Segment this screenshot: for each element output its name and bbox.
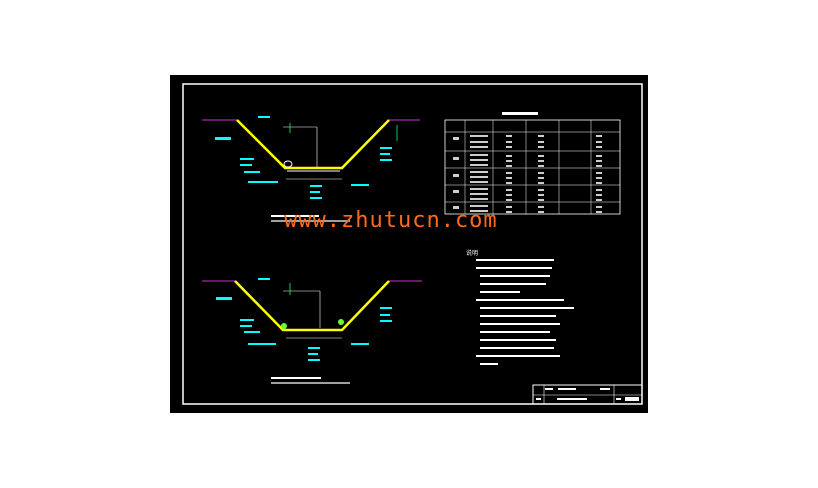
table-group-rules [445,150,620,203]
toe-detail-left-2 [281,323,287,329]
toe-detail-left [283,160,293,168]
cross-section-2 [202,278,422,384]
callout-bottom-2-1 [308,347,320,349]
callout-left-2-4 [248,343,276,345]
callout-left-1 [240,158,254,160]
title-block-border [532,384,643,405]
callout-left-2-1 [240,319,254,321]
callout-right-2-2 [380,314,390,316]
cad-drawing-sheet: 说明 [170,75,648,413]
section-title-2 [271,377,321,379]
toe-detail-right-2 [338,319,344,325]
callout-bottom-1 [310,185,322,187]
callout-right-2-1 [380,307,392,309]
watermark-text: www.zhutucn.com [284,208,498,233]
callout-right-3 [380,159,392,161]
title-block [532,384,643,405]
channel-lining-2 [234,280,390,332]
elev-label-left [258,116,270,118]
callout-bottom-3 [310,197,322,199]
callout-left-3 [244,171,260,173]
inner-frame [182,83,643,405]
callout-left-2-2 [240,325,252,327]
parameter-table [444,112,621,215]
section-title-1 [271,215,319,217]
callout-right-4 [351,184,369,186]
slope-label-left-2 [216,297,232,300]
callout-left-2-3 [244,331,260,333]
elev-label-left-2 [258,278,270,280]
callout-right-2 [380,153,390,155]
table-col-lines [464,120,592,214]
cross-section-1 [202,116,420,222]
table-border [444,119,621,215]
callout-bottom-2-3 [308,359,320,361]
callout-bottom-2-2 [308,353,318,355]
callout-right-2-4 [351,343,369,345]
table-title [502,112,538,115]
notes-block: 说明 [466,249,574,365]
callout-bottom-2 [310,191,320,193]
callout-left-4 [248,181,278,183]
callout-right-1 [380,147,392,149]
channel-lining [236,119,390,170]
table-cell-marks [453,135,602,213]
callout-left-2 [240,164,252,166]
notes-lines [476,259,574,365]
slope-label-left [215,137,231,140]
callout-right-2-3 [380,320,392,322]
notes-heading: 说明 [466,249,478,257]
